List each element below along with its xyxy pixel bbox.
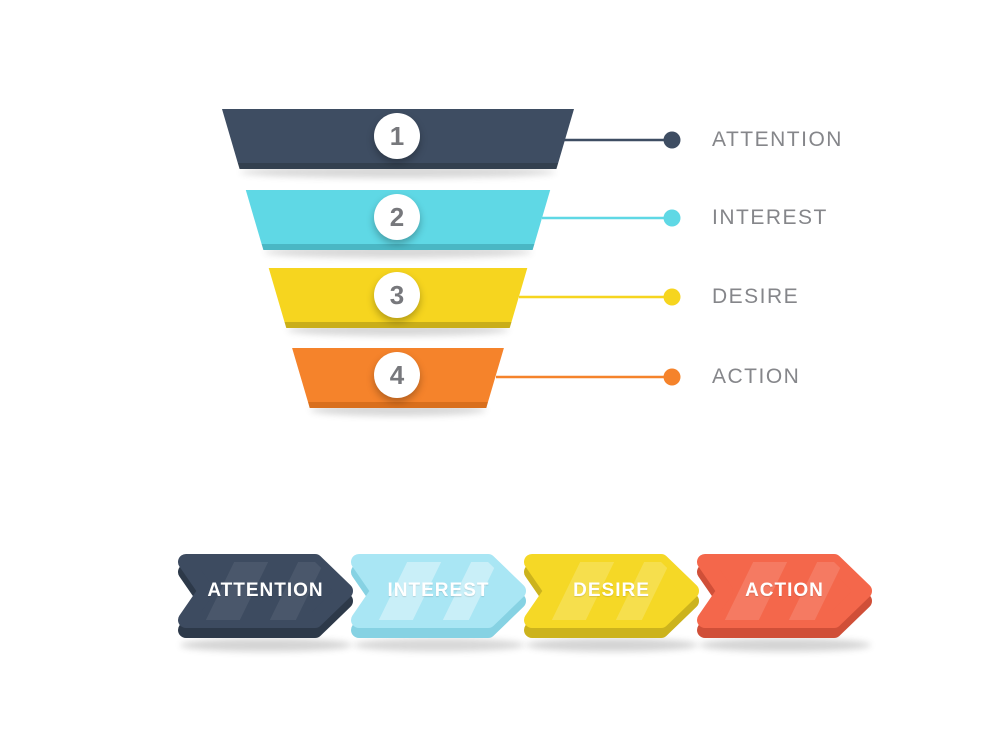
arrow-body [351, 554, 526, 628]
funnel-segment-interest-bevel [261, 244, 535, 250]
funnel-segment-desire-bevel [284, 322, 512, 328]
arrow-body [697, 554, 872, 628]
arrow-label-attention: ATTENTION [207, 580, 324, 601]
funnel-label-desire: DESIRE [712, 285, 800, 308]
arrow-stripes [373, 562, 503, 620]
step-number-badge-4: 4 [374, 352, 420, 398]
arrow-label-desire: DESIRE [573, 580, 650, 601]
arrow-shadow [526, 638, 698, 652]
arrow-shadow [699, 638, 871, 652]
funnel-segment-action-bevel [308, 402, 488, 408]
arrow-body [178, 554, 353, 628]
funnel-label-interest: INTEREST [712, 206, 828, 229]
process-arrow-attention [178, 554, 353, 652]
step-number-badge-2: 2 [374, 194, 420, 240]
connector-dot-attention [663, 131, 681, 149]
arrow-stripes [546, 562, 676, 620]
funnel-label-action: ACTION [712, 365, 801, 388]
step-number-badge-3: 3 [374, 272, 420, 318]
funnel-label-attention: ATTENTION [712, 128, 843, 151]
arrow-shadow [353, 638, 525, 652]
arrow-label-interest: INTEREST [387, 580, 490, 601]
arrow-stripes [719, 562, 849, 620]
arrow-body [524, 554, 699, 628]
connector-dot-interest [663, 209, 681, 227]
process-arrow-desire [524, 554, 699, 652]
arrow-stripes [200, 562, 330, 620]
arrow-shadow [180, 638, 352, 652]
connector-dot-desire [663, 288, 681, 306]
step-number-badge-1: 1 [374, 113, 420, 159]
funnel-segment-attention-bevel [237, 163, 559, 169]
connector-dot-action [663, 368, 681, 386]
process-arrow-interest [351, 554, 526, 652]
process-arrow-action [697, 554, 872, 652]
arrow-label-action: ACTION [745, 580, 824, 601]
